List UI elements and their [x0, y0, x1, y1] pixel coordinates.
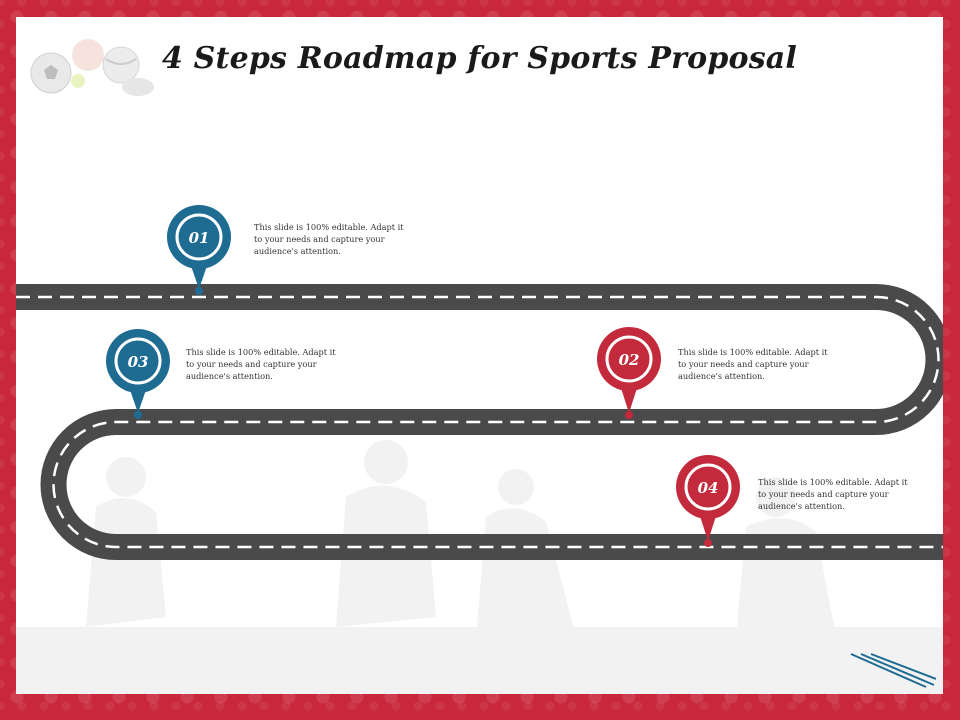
- step-02-number: 02: [619, 351, 640, 369]
- page-title: 4 Steps Roadmap for Sports Proposal: [161, 41, 798, 76]
- road-lane-markings: [16, 295, 943, 549]
- step-01-marker: 01: [167, 205, 231, 295]
- sports-balls-icon: [30, 39, 154, 96]
- step-04-number: 04: [698, 479, 719, 497]
- step-03-number: 03: [128, 353, 149, 371]
- step-01-text: This slide is 100% editable. Adapt it to…: [254, 222, 404, 256]
- step-02-text: This slide is 100% editable. Adapt it to…: [678, 347, 828, 381]
- step-02-marker: 02: [597, 327, 661, 419]
- step-04-text: This slide is 100% editable. Adapt it to…: [758, 477, 908, 511]
- step-01-number: 01: [189, 229, 210, 247]
- location-pin-icon: [134, 411, 142, 419]
- roadmap-road: 01 02 03 04: [16, 205, 943, 560]
- location-pin-icon: [195, 287, 203, 295]
- step-04-marker: 04: [676, 455, 740, 547]
- decorative-lines-icon: [850, 653, 936, 688]
- step-03-text: This slide is 100% editable. Adapt it to…: [186, 347, 336, 381]
- location-pin-icon: [625, 411, 633, 419]
- location-pin-icon: [704, 539, 712, 547]
- step-03-marker: 03: [106, 329, 170, 419]
- slide-canvas: 4 Steps Roadmap for Sports Proposal 01 02…: [16, 17, 943, 694]
